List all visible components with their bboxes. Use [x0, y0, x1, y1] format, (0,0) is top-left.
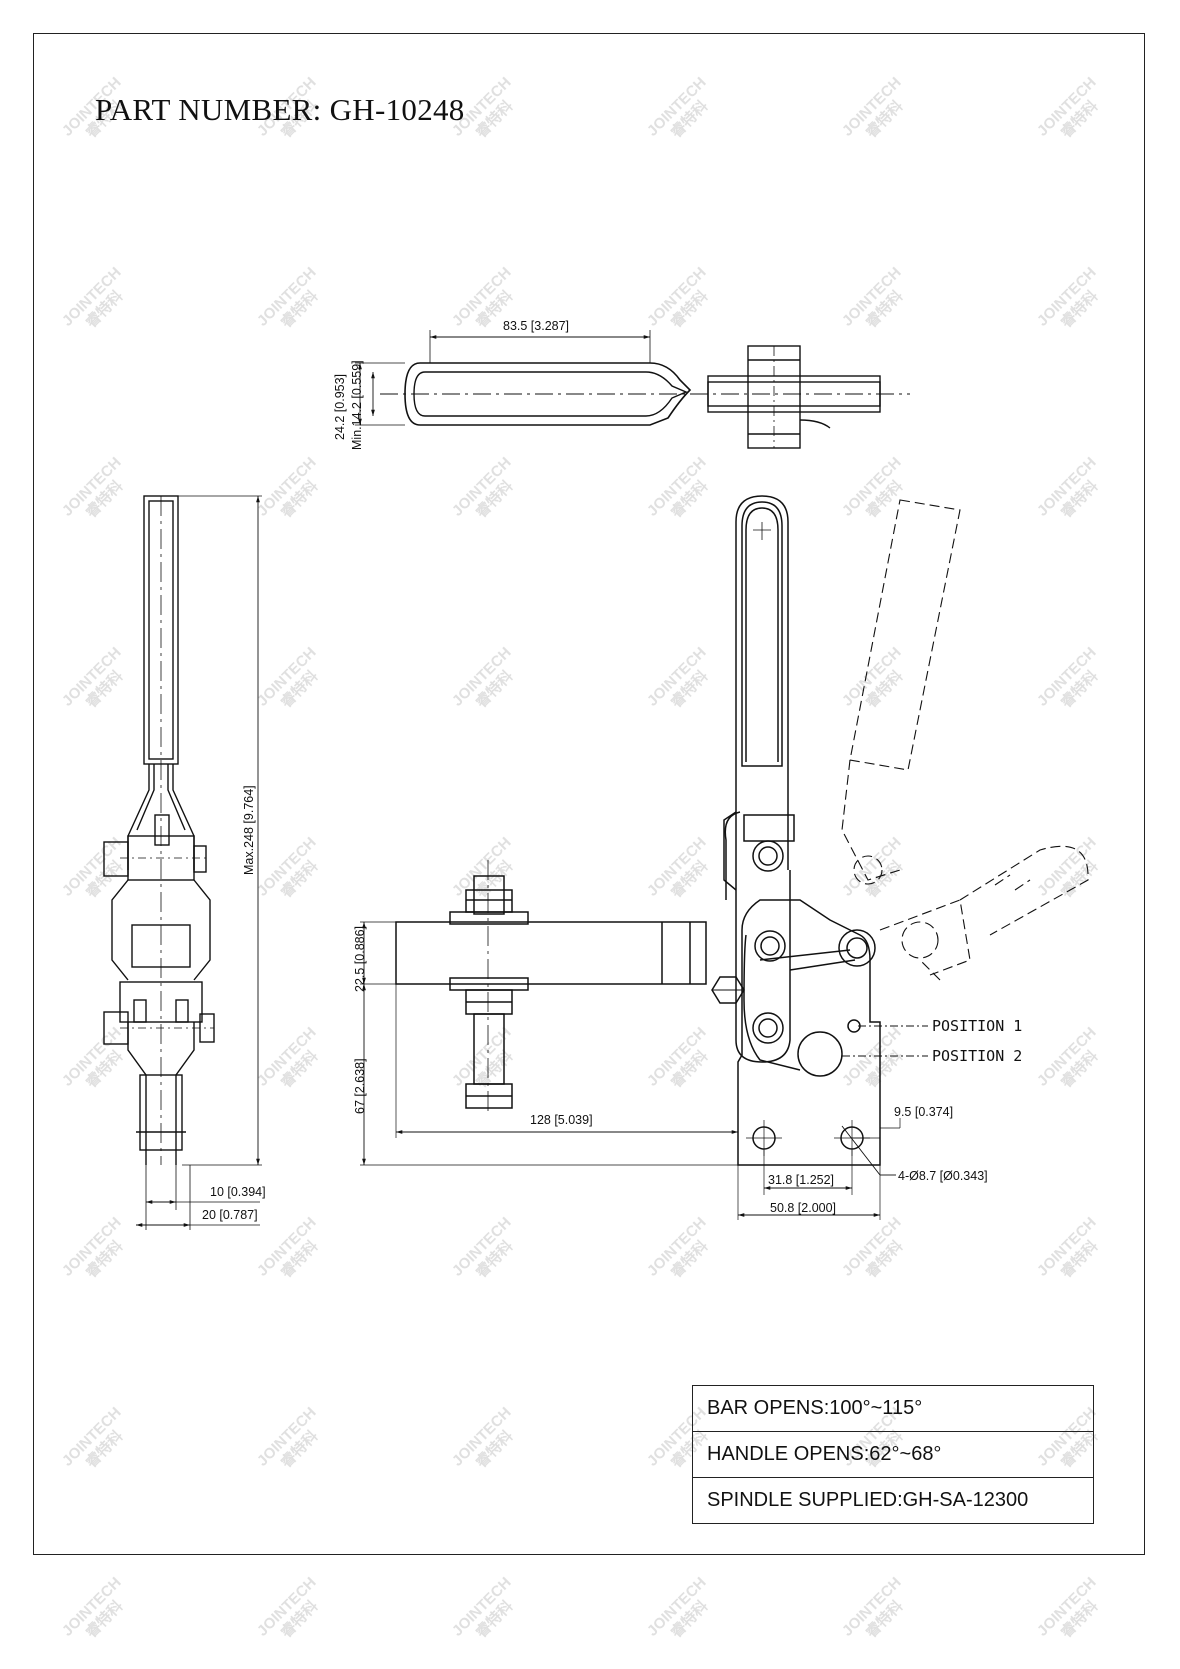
top-view-handle: [355, 330, 910, 449]
dim-top-width: 24.2 [0.953]: [333, 374, 347, 440]
dim-holes: 4-Ø8.7 [Ø0.343]: [898, 1169, 988, 1183]
dim-top-min: Min.14.2 [0.559]: [350, 360, 364, 450]
spec-bar-opens: BAR OPENS:100°~115°: [707, 1397, 923, 1419]
dim-hole-offset: 9.5 [0.374]: [894, 1105, 953, 1119]
dim-side-20: 20 [0.787]: [202, 1208, 258, 1222]
dim-base-height: 67 [2.638]: [353, 1058, 367, 1114]
specs-table: BAR OPENS:100°~115° HANDLE OPENS:62°~68°…: [692, 1385, 1094, 1524]
front-view: [360, 495, 1089, 1220]
part-number-title: PART NUMBER: GH-10248: [95, 92, 465, 127]
spec-spindle-supplied: SPINDLE SUPPLIED:GH-SA-12300: [693, 1477, 1093, 1523]
dim-bar-thickness: 22.5 [0.886]: [353, 926, 367, 992]
side-view: [103, 495, 262, 1230]
dim-hole-spacing: 31.8 [1.252]: [768, 1173, 834, 1187]
dim-base-width: 50.8 [2.000]: [770, 1201, 836, 1215]
position-2-label: POSITION 2: [932, 1047, 1022, 1065]
dim-reach: 128 [5.039]: [530, 1113, 593, 1127]
dim-max-height: Max.248 [9.764]: [242, 785, 256, 875]
position-1-label: POSITION 1: [932, 1017, 1022, 1035]
dim-top-length: 83.5 [3.287]: [503, 319, 569, 333]
spec-handle-opens: HANDLE OPENS:62°~68°: [693, 1431, 1093, 1477]
drawing-frame: [33, 33, 1145, 1555]
dim-side-10: 10 [0.394]: [210, 1185, 266, 1199]
